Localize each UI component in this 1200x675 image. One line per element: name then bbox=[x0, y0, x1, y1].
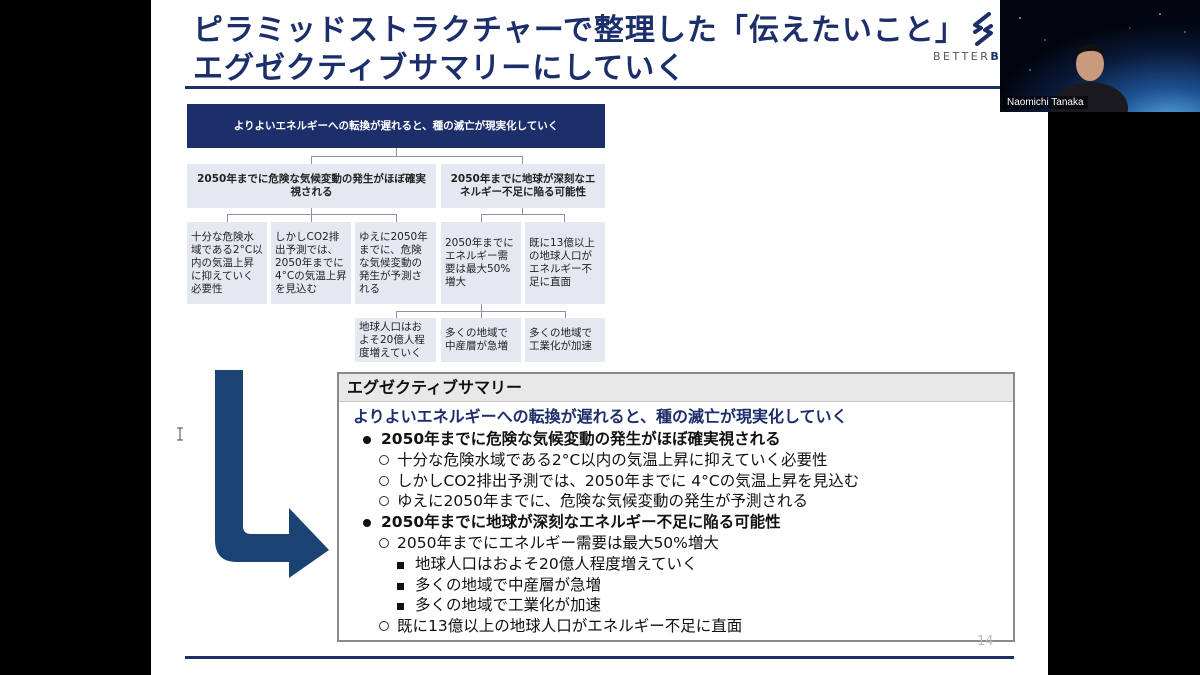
connector bbox=[564, 214, 565, 222]
text-cursor-icon bbox=[177, 427, 183, 441]
summary-item: ゆえに2050年までに、危険な気候変動の発生が予測される bbox=[339, 491, 1013, 512]
summary-item: 既に13億以上の地球人口がエネルギー不足に直面 bbox=[339, 616, 1013, 637]
pyramid-root-box: よりよいエネルギーへの転換が遅れると、種の滅亡が現実化していく bbox=[187, 104, 605, 148]
summary-item: 地球人口はおよそ20億人程度増えていく bbox=[339, 554, 1013, 575]
pyramid-leaf-b1b: 多くの地域で中産層が急増 bbox=[441, 318, 521, 362]
summary-header: エグゼクティブサマリー bbox=[339, 374, 1013, 402]
slide-title: ピラミッドストラクチャーで整理した「伝えたいこと」 エグゼクティブサマリーにして… bbox=[193, 12, 966, 88]
summary-list: 2050年までに危険な気候変動の発生がほぼ確実視される十分な危険水域である2°C… bbox=[339, 429, 1013, 637]
summary-item-text: 多くの地域で工業化が加速 bbox=[415, 596, 602, 615]
connector bbox=[481, 214, 482, 222]
bullet-icon bbox=[363, 512, 381, 533]
pyramid-leaf-a1: 十分な危険水域である2°C以内の気温上昇に抑えていく必要性 bbox=[187, 222, 267, 304]
pyramid-leaf-b2: 既に13億以上の地球人口がエネルギー不足に直面 bbox=[525, 222, 605, 304]
summary-item-text: 2050年までに危険な気候変動の発生がほぼ確実視される bbox=[381, 430, 781, 448]
connector bbox=[311, 214, 312, 222]
summary-item: しかしCO2排出予測では、2050年までに 4°Cの気温上昇を見込む bbox=[339, 471, 1013, 492]
connector bbox=[311, 208, 312, 214]
connector bbox=[481, 304, 482, 311]
summary-item-text: 2050年までに地球が深刻なエネルギー不足に陥る可能性 bbox=[381, 513, 781, 532]
summary-item: 多くの地域で工業化が加速 bbox=[339, 595, 1013, 616]
connector bbox=[311, 156, 522, 157]
summary-item: 十分な危険水域である2°C以内の気温上昇に抑えていく必要性 bbox=[339, 450, 1013, 471]
connector bbox=[227, 214, 228, 222]
participant-video-tile[interactable]: Naomichi Tanaka bbox=[1000, 0, 1200, 112]
pyramid-leaf-b1: 2050年までにエネルギー需要は最大50%増大 bbox=[441, 222, 521, 304]
logo-mark-icon bbox=[973, 12, 993, 46]
summary-item-text: 多くの地域で中産層が急増 bbox=[415, 575, 602, 594]
bullet-icon bbox=[397, 595, 415, 616]
bullet-icon bbox=[379, 450, 397, 471]
pyramid-branch-b: 2050年までに地球が深刻なエネルギー不足に陥る可能性 bbox=[441, 164, 605, 208]
bullet-icon bbox=[379, 616, 397, 637]
pyramid-leaf-b1a: 地球人口はおよそ20億人程度増えていく bbox=[355, 318, 436, 362]
connector bbox=[396, 148, 397, 156]
connector bbox=[227, 214, 397, 215]
executive-summary-box: エグゼクティブサマリー よりよいエネルギーへの転換が遅れると、種の滅亡が現実化し… bbox=[337, 372, 1015, 642]
summary-item-text: 十分な危険水域である2°C以内の気温上昇に抑えていく必要性 bbox=[397, 450, 828, 469]
connector bbox=[522, 156, 523, 164]
connector bbox=[522, 208, 523, 214]
summary-item-text: 既に13億以上の地球人口がエネルギー不足に直面 bbox=[397, 617, 743, 636]
pyramid-leaf-a3: ゆえに2050年までに、危険な気候変動の発生が予測される bbox=[355, 222, 436, 304]
summary-item-text: 地球人口はおよそ20億人程度増えていく bbox=[415, 554, 698, 573]
summary-lead: よりよいエネルギーへの転換が遅れると、種の滅亡が現実化していく bbox=[353, 407, 848, 426]
summary-item: 2050年までに危険な気候変動の発生がほぼ確実視される bbox=[339, 429, 1013, 450]
pyramid-leaf-a2: しかしCO2排出予測では、2050年までに4°Cの気温上昇を見込む bbox=[271, 222, 351, 304]
participant-name: Naomichi Tanaka bbox=[1003, 96, 1088, 109]
pyramid-leaf-b1c: 多くの地域で工業化が加速 bbox=[525, 318, 605, 362]
bullet-icon bbox=[379, 491, 397, 512]
connector bbox=[311, 156, 312, 164]
page-number: 14 bbox=[977, 634, 994, 649]
slide-title-line1: ピラミッドストラクチャーで整理した「伝えたいこと」 bbox=[193, 13, 966, 48]
connector bbox=[396, 311, 397, 318]
summary-item: 多くの地域で中産層が急増 bbox=[339, 575, 1013, 596]
summary-item-text: しかしCO2排出予測では、2050年までに 4°Cの気温上昇を見込む bbox=[397, 471, 860, 490]
summary-item: 2050年までにエネルギー需要は最大50%増大 bbox=[339, 533, 1013, 554]
connector bbox=[481, 311, 482, 318]
bullet-icon bbox=[363, 429, 381, 450]
title-divider bbox=[185, 86, 1014, 89]
bullet-icon bbox=[379, 471, 397, 492]
summary-item-text: ゆえに2050年までに、危険な気候変動の発生が予測される bbox=[397, 492, 808, 511]
connector bbox=[565, 311, 566, 318]
bullet-icon bbox=[397, 554, 415, 575]
pyramid-structure: よりよいエネルギーへの転換が遅れると、種の滅亡が現実化していく 2050年までに… bbox=[187, 104, 607, 366]
footer-divider bbox=[185, 656, 1014, 659]
connector bbox=[396, 214, 397, 222]
bullet-icon bbox=[397, 575, 415, 596]
summary-item: 2050年までに地球が深刻なエネルギー不足に陥る可能性 bbox=[339, 512, 1013, 533]
bullet-icon bbox=[379, 533, 397, 554]
summary-item-text: 2050年までにエネルギー需要は最大50%増大 bbox=[397, 533, 719, 552]
slide: ピラミッドストラクチャーで整理した「伝えたいこと」 エグゼクティブサマリーにして… bbox=[151, 0, 1048, 675]
bent-arrow-icon bbox=[215, 370, 329, 578]
logo-text-better: BETTER bbox=[933, 50, 991, 63]
connector bbox=[481, 214, 564, 215]
slide-title-line2: エグゼクティブサマリーにしていく bbox=[193, 51, 687, 86]
pyramid-branch-a: 2050年までに危険な気候変動の発生がほぼ確実視される bbox=[187, 164, 436, 208]
